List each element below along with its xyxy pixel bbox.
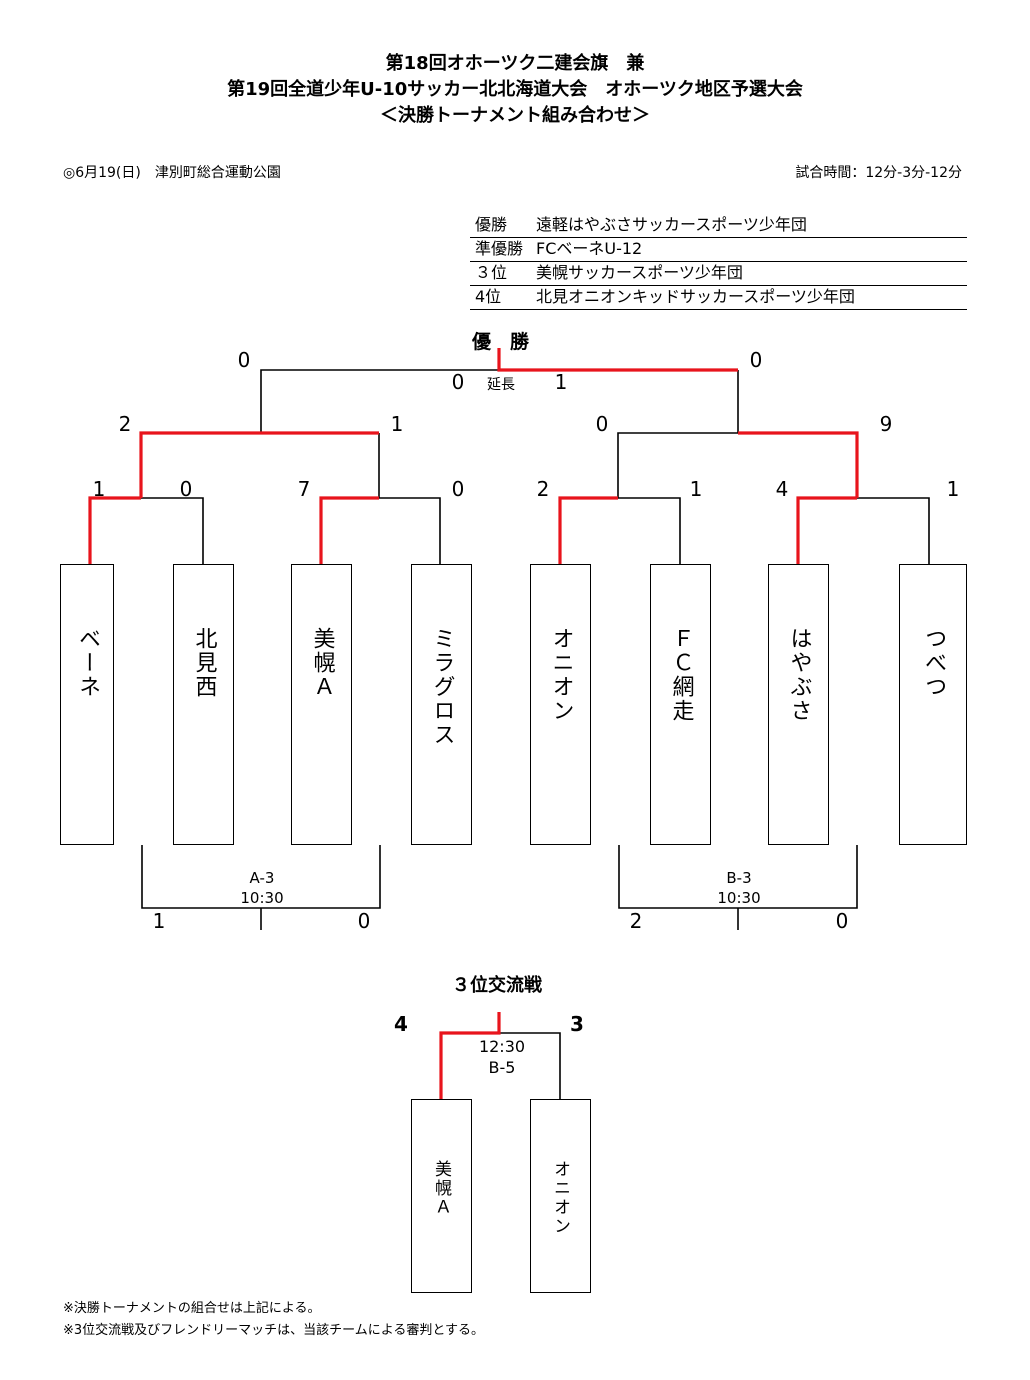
team-box: ベーネ	[60, 564, 114, 845]
r1-score: 1	[689, 477, 703, 501]
third-place-title: ３位交流戦	[452, 975, 542, 996]
result-row: 準優勝 FCベーネU-12	[470, 238, 967, 262]
r1-score: 4	[775, 477, 789, 501]
title-line-2: 第19回全道少年U-10サッカー北北海道大会 オホーツク地区予選大会	[227, 79, 803, 100]
r1-line	[857, 497, 930, 565]
venue-info: ◎6月19(日) 津別町総合運動公園	[63, 165, 281, 181]
team-box: ＦＣ網走	[650, 564, 711, 845]
final-line-left	[260, 369, 499, 433]
team-name: 美幌Ａ	[431, 1160, 451, 1217]
r1-line	[141, 497, 204, 565]
title-line-3: ＜決勝トーナメント組み合わせ＞	[380, 105, 650, 126]
third-left-score: 4	[394, 1012, 408, 1036]
third-right-score: 3	[570, 1012, 584, 1036]
friendly-time: 10:30	[717, 889, 761, 907]
semi-left-winner	[139, 431, 379, 498]
r1-score: 7	[297, 477, 311, 501]
team-name: ミラグロス	[429, 627, 455, 747]
semi-score: 1	[390, 412, 404, 436]
team-name: はやぶさ	[786, 627, 812, 723]
team-box: はやぶさ	[768, 564, 829, 845]
team-box: 北見西	[173, 564, 234, 845]
result-rank: ３位	[475, 263, 508, 282]
r1-score: 1	[946, 477, 960, 501]
r1-winner	[796, 496, 857, 565]
team-name: ＦＣ網走	[668, 627, 694, 723]
match-time-info: 試合時間：12分-3分-12分	[795, 165, 962, 181]
third-court: B-5	[488, 1058, 516, 1077]
team-name: 北見西	[191, 627, 217, 699]
final-right-score: 0	[749, 348, 763, 372]
team-name: ベーネ	[75, 627, 100, 699]
result-rank: 4位	[475, 287, 502, 306]
result-row: 4位 北見オニオンキッドサッカースポーツ少年団	[470, 286, 967, 310]
r1-line	[379, 497, 441, 565]
r1-winner	[88, 496, 141, 565]
team-box: つべつ	[899, 564, 967, 845]
result-rank: 優勝	[475, 215, 508, 234]
third-winner	[439, 1012, 501, 1100]
friendly-score: 0	[835, 909, 849, 933]
friendly-score: 1	[152, 909, 166, 933]
r1-winner	[319, 496, 379, 565]
final-et-left-score: 0	[451, 370, 465, 394]
team-box: 美幌Ａ	[411, 1099, 472, 1293]
champion-line	[497, 348, 738, 372]
r1-score: 0	[451, 477, 465, 501]
r1-score: 1	[92, 477, 106, 501]
team-name: オニオン	[548, 627, 574, 723]
r1-line	[618, 497, 681, 565]
r1-winner	[558, 496, 618, 565]
team-box: ミラグロス	[411, 564, 472, 845]
result-rank: 準優勝	[475, 239, 524, 258]
team-name: 美幌Ａ	[309, 627, 335, 699]
result-team: 美幌サッカースポーツ少年団	[536, 263, 743, 282]
team-name: オニオン	[550, 1160, 570, 1236]
team-name: つべつ	[921, 627, 946, 699]
third-line-right	[499, 1032, 561, 1100]
r1-score: 2	[536, 477, 550, 501]
friendly-court: A-3	[249, 869, 275, 887]
final-left-score: 0	[237, 348, 251, 372]
semi-score: 9	[879, 412, 893, 436]
third-time: 12:30	[478, 1037, 526, 1056]
result-team: 北見オニオンキッドサッカースポーツ少年団	[536, 287, 855, 306]
note: ※3位交流戦及びフレンドリーマッチは、当該チームによる審判とする。	[63, 1323, 484, 1338]
friendly-score: 2	[629, 909, 643, 933]
semi-right-line-left	[617, 432, 738, 498]
team-box: オニオン	[530, 564, 591, 845]
r1-score: 0	[179, 477, 193, 501]
friendly-score: 0	[357, 909, 371, 933]
extra-time-label: 延長	[487, 377, 515, 393]
note: ※決勝トーナメントの組合せは上記による。	[63, 1301, 321, 1316]
semi-score: 0	[595, 412, 609, 436]
friendly-court: B-3	[726, 869, 752, 887]
result-row: ３位 美幌サッカースポーツ少年団	[470, 262, 967, 286]
final-et-right-score: 1	[554, 370, 568, 394]
result-team: 遠軽はやぶさサッカースポーツ少年団	[536, 215, 807, 234]
team-box: 美幌Ａ	[291, 564, 352, 845]
champion-label: 優 勝	[472, 331, 530, 353]
team-box: オニオン	[530, 1099, 591, 1293]
title-line-1: 第18回オホーツク二建会旗 兼	[385, 53, 645, 74]
result-row: 優勝 遠軽はやぶさサッカースポーツ少年団	[470, 214, 967, 238]
result-team: FCベーネU-12	[536, 239, 643, 258]
semi-score: 2	[118, 412, 132, 436]
friendly-time: 10:30	[240, 889, 284, 907]
semi-right-winner	[738, 431, 859, 498]
